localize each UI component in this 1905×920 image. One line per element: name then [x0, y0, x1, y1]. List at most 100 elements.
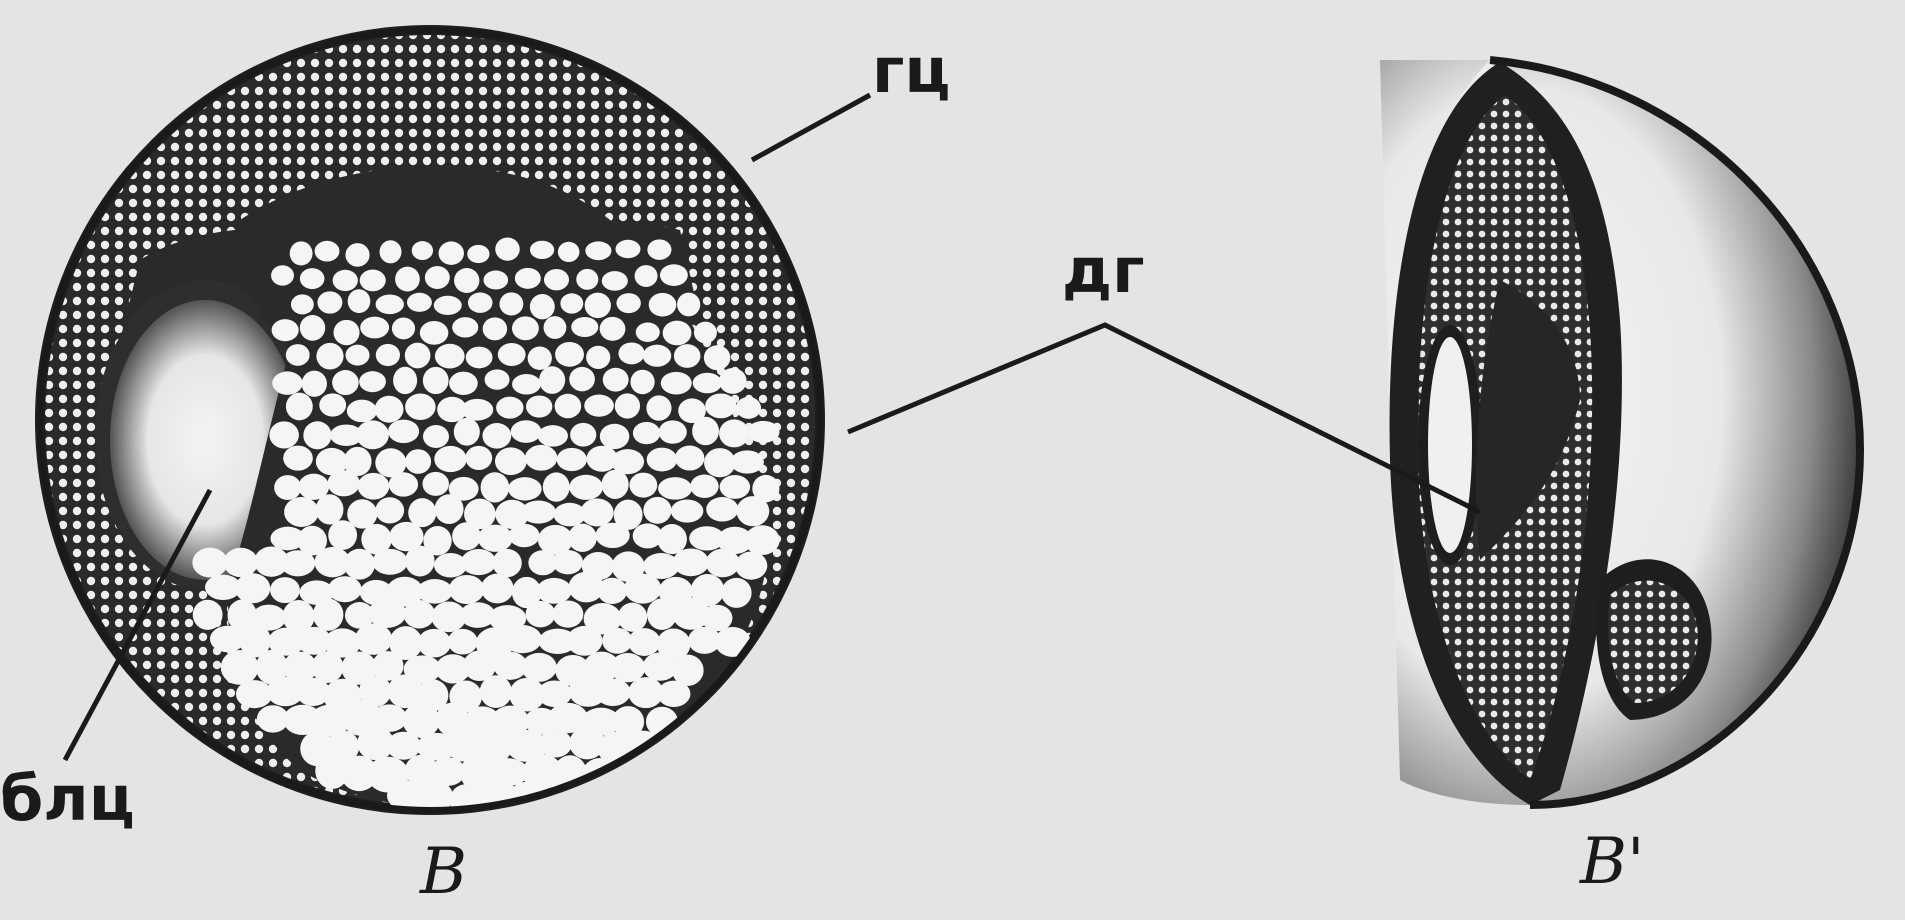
yolk-cell [461, 549, 496, 575]
yolk-cell [333, 270, 358, 291]
yolk-cell [544, 269, 569, 290]
yolk-cell [498, 343, 526, 366]
yolk-cell [271, 265, 294, 285]
yolk-cell [600, 317, 626, 341]
yolk-cell [434, 446, 466, 472]
yolk-cell [449, 372, 478, 395]
caption-right: В' [1580, 830, 1645, 894]
yolk-cell [286, 393, 313, 421]
yolk-cell [454, 268, 479, 293]
yolk-cell [481, 472, 510, 502]
yolk-cell [193, 600, 223, 630]
yolk-cell [439, 241, 464, 265]
yolk-cell [478, 525, 513, 552]
yolk-cell [360, 317, 389, 339]
label-gc: гц [872, 40, 950, 102]
yolk-cell [422, 472, 449, 496]
yolk-cell [360, 270, 386, 292]
yolk-cell [345, 243, 369, 267]
yolk-cell [657, 681, 690, 707]
yolk-cell [706, 549, 740, 578]
yolk-cell [530, 241, 554, 259]
yolk-cell [435, 344, 465, 369]
yolk-cell [412, 241, 433, 260]
yolk-cell [660, 264, 688, 286]
yolk-cell [328, 520, 357, 550]
yolk-cell [387, 732, 421, 760]
yolk-cell [628, 628, 660, 656]
yolk-cell [630, 370, 654, 395]
yolk-cell [721, 578, 751, 608]
yolk-cell [300, 315, 325, 341]
yolk-cell [647, 239, 671, 260]
yolk-cell [602, 470, 629, 499]
yolk-cell [395, 267, 420, 292]
yolk-cell [316, 494, 344, 524]
yolk-cell [303, 421, 331, 449]
yolk-cell [315, 241, 340, 262]
yolk-cell [235, 573, 270, 603]
yolk-cell [543, 472, 570, 501]
yolk-cell [393, 367, 417, 394]
yolk-cell [313, 598, 344, 630]
yolk-cell [358, 473, 390, 500]
yolk-cell [508, 477, 542, 500]
yolk-cell [334, 320, 360, 345]
yolk-cell [571, 317, 598, 337]
yolk-cell [602, 271, 628, 291]
yolk-cell [618, 342, 644, 364]
yolk-cell [332, 370, 359, 395]
yolk-cell [452, 522, 481, 550]
yolk-cell [521, 501, 556, 524]
yolk-cell [492, 549, 521, 577]
yolk-cell [568, 524, 597, 552]
yolk-cell [615, 393, 640, 418]
yolk-cell [317, 291, 342, 313]
yolk-cell [468, 292, 493, 312]
yolk-cell [283, 446, 313, 471]
yolk-cell [624, 574, 661, 604]
yolk-cell [420, 321, 449, 345]
yolk-cell [481, 574, 514, 604]
yolk-cell [528, 346, 552, 369]
yolk-cell [425, 266, 450, 289]
yolk-cell [569, 367, 595, 391]
yolk-cell [496, 397, 523, 419]
yolk-cell [635, 265, 658, 287]
yolk-cell [677, 293, 700, 317]
yolk-cell [280, 550, 315, 576]
yolk-cell [380, 240, 402, 263]
yolk-cell [452, 317, 478, 337]
yolk-cell [356, 420, 389, 449]
yolk-cell [555, 394, 582, 418]
yolk-cell [673, 548, 709, 576]
yolk-cell [376, 294, 404, 314]
yolk-cell [467, 245, 489, 263]
embryo-left-section [35, 25, 825, 817]
yolk-cell [461, 399, 493, 421]
yolk-cell [348, 289, 371, 313]
yolk-cell [423, 425, 449, 448]
yolk-cell [557, 448, 587, 471]
yolk-cell [192, 548, 227, 578]
yolk-cell [576, 269, 598, 290]
yolk-cell [286, 344, 310, 366]
yolk-cell [389, 472, 418, 496]
yolk-cell [328, 470, 360, 496]
yolk-cell [448, 629, 478, 655]
embryo-right-view [1380, 60, 1860, 805]
yolk-cell [633, 422, 660, 444]
label-dg: дг [1062, 240, 1144, 302]
yolk-cell [610, 653, 645, 682]
yolk-cell [690, 474, 718, 498]
yolk-cell [737, 496, 770, 526]
yolk-cell [512, 316, 539, 340]
yolk-cell [555, 342, 584, 367]
yolk-cell [435, 494, 464, 524]
yolk-cell [647, 448, 678, 472]
yolk-cell [584, 395, 614, 417]
yolk-cell [526, 601, 556, 628]
yolk-cell [521, 653, 557, 682]
yolk-cell [483, 270, 508, 289]
